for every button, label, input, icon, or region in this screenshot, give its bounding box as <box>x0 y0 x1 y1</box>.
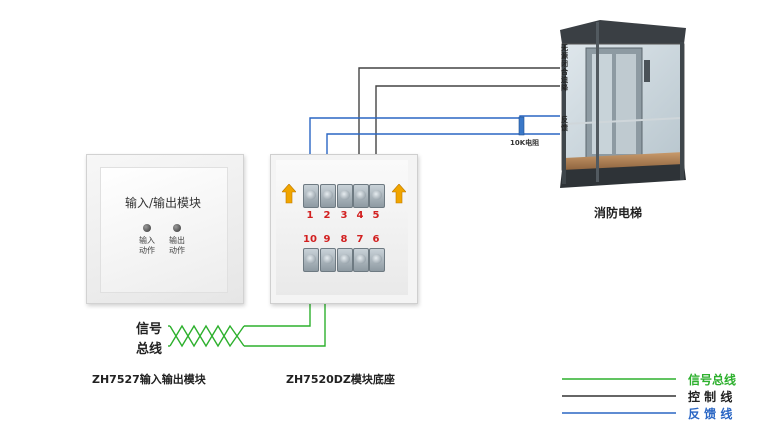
terminal-4 <box>353 184 369 208</box>
control-line-4 <box>358 67 560 184</box>
resistor <box>518 116 525 136</box>
module-base-face <box>276 160 408 295</box>
fire-elevator-illustration <box>560 20 686 188</box>
elevator-caption: 消防电梯 <box>594 206 643 220</box>
legend-control-line: 控 制 线 <box>688 390 733 404</box>
legend-feedback-line: 反 馈 线 <box>688 407 733 421</box>
terminal-number-8: 8 <box>340 234 348 245</box>
module-base-caption: ZH7520DZ模块底座 <box>286 373 395 386</box>
terminal-number-7: 7 <box>356 234 364 245</box>
terminal-number-4: 4 <box>356 210 364 221</box>
terminal-number-9: 9 <box>323 234 331 245</box>
input-led-icon <box>143 224 151 232</box>
up-arrow-left-icon <box>282 184 296 204</box>
elevator-label-feedback: 反馈 <box>561 116 568 132</box>
terminal-number-2: 2 <box>323 210 331 221</box>
terminal-10 <box>303 248 319 272</box>
signal-label: 信号 <box>136 322 163 337</box>
output-led-icon <box>173 224 181 232</box>
io-module-face <box>100 167 228 293</box>
elevator-label-forced-landing: 无源闭合迫降 <box>561 44 568 92</box>
terminal-7 <box>353 248 369 272</box>
legend-signal-bus: 信号总线 <box>688 373 737 387</box>
terminal-5 <box>369 184 385 208</box>
output-led-label: 输出 动作 <box>169 236 185 255</box>
twisted-pair <box>169 324 245 348</box>
terminal-3 <box>337 184 353 208</box>
up-arrow-right-icon <box>392 184 406 204</box>
bus-label: 总线 <box>136 342 163 357</box>
terminal-9 <box>320 248 336 272</box>
terminal-number-1: 1 <box>306 210 314 221</box>
terminal-8 <box>337 248 353 272</box>
terminal-number-5: 5 <box>372 210 380 221</box>
terminal-number-6: 6 <box>372 234 380 245</box>
terminal-2 <box>320 184 336 208</box>
terminal-number-3: 3 <box>340 210 348 221</box>
io-module-caption: ZH7527输入输出模块 <box>92 373 206 386</box>
control-line-5 <box>375 85 560 184</box>
terminal-1 <box>303 184 319 208</box>
terminal-number-10: 10 <box>303 234 317 245</box>
terminal-6 <box>369 248 385 272</box>
input-led-label: 输入 动作 <box>139 236 155 255</box>
resistor-label: 10K电阻 <box>510 139 540 147</box>
io-module-title: 输入/输出模块 <box>124 196 202 210</box>
